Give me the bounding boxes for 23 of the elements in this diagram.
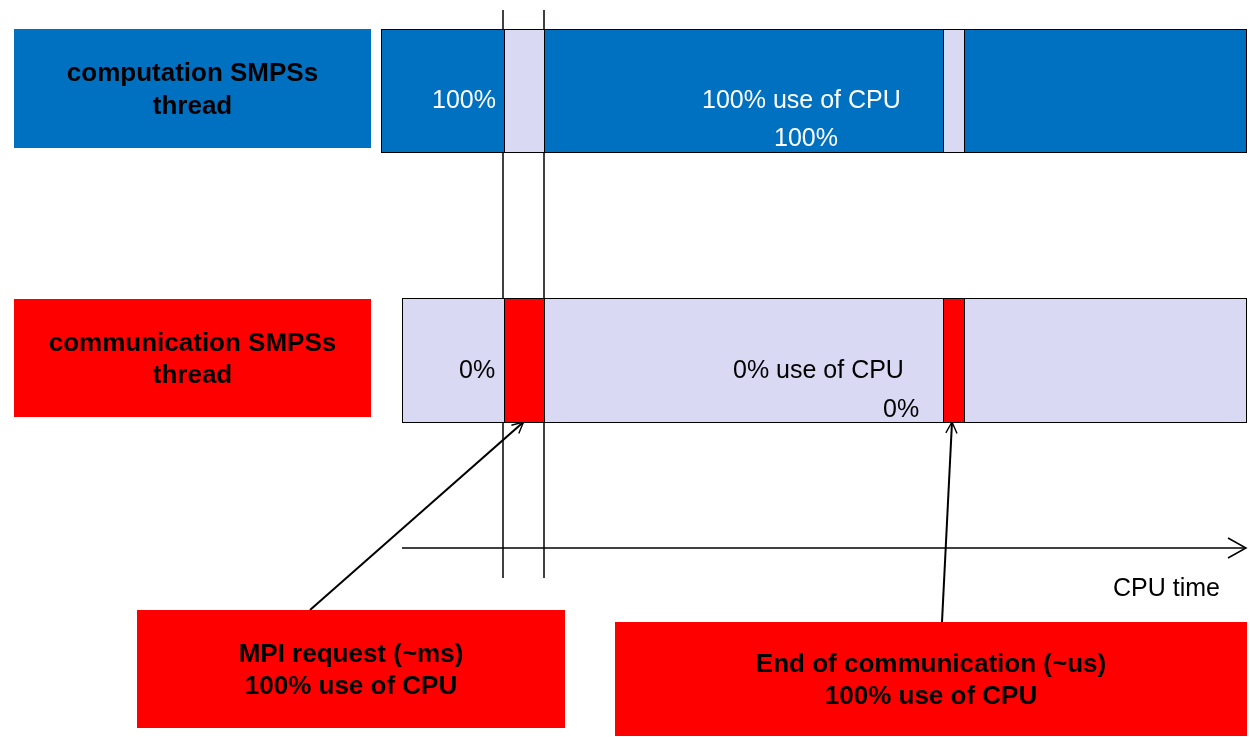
usage-text: 0% xyxy=(883,393,920,425)
callout-box xyxy=(615,622,1247,736)
timeline-bar xyxy=(402,298,1247,423)
arrow xyxy=(309,421,525,611)
usage-text: 100% xyxy=(432,84,496,116)
idle-segment xyxy=(943,29,965,153)
label-text: End of communication (~us) 100% use of CPU xyxy=(754,646,1108,712)
label-text: communication SMPSs thread xyxy=(47,325,338,391)
callout-box xyxy=(137,610,565,728)
usage-text: 100% use of CPU xyxy=(702,84,901,116)
label-text: computation SMPSs thread xyxy=(65,56,320,121)
idle-segment xyxy=(504,29,545,153)
arrow xyxy=(941,421,958,623)
usage-text: 0% use of CPU xyxy=(733,354,904,386)
thread-label-box xyxy=(14,29,371,148)
usage-text: 100% xyxy=(774,122,838,154)
busy-segment xyxy=(504,298,545,423)
timeline-bar xyxy=(381,29,1247,153)
axis-label: CPU time xyxy=(1113,573,1220,602)
busy-segment xyxy=(943,298,965,423)
callout-box xyxy=(14,299,371,417)
label-text: MPI request (~ms) 100% use of CPU xyxy=(237,636,465,702)
usage-text: 0% xyxy=(459,354,496,386)
